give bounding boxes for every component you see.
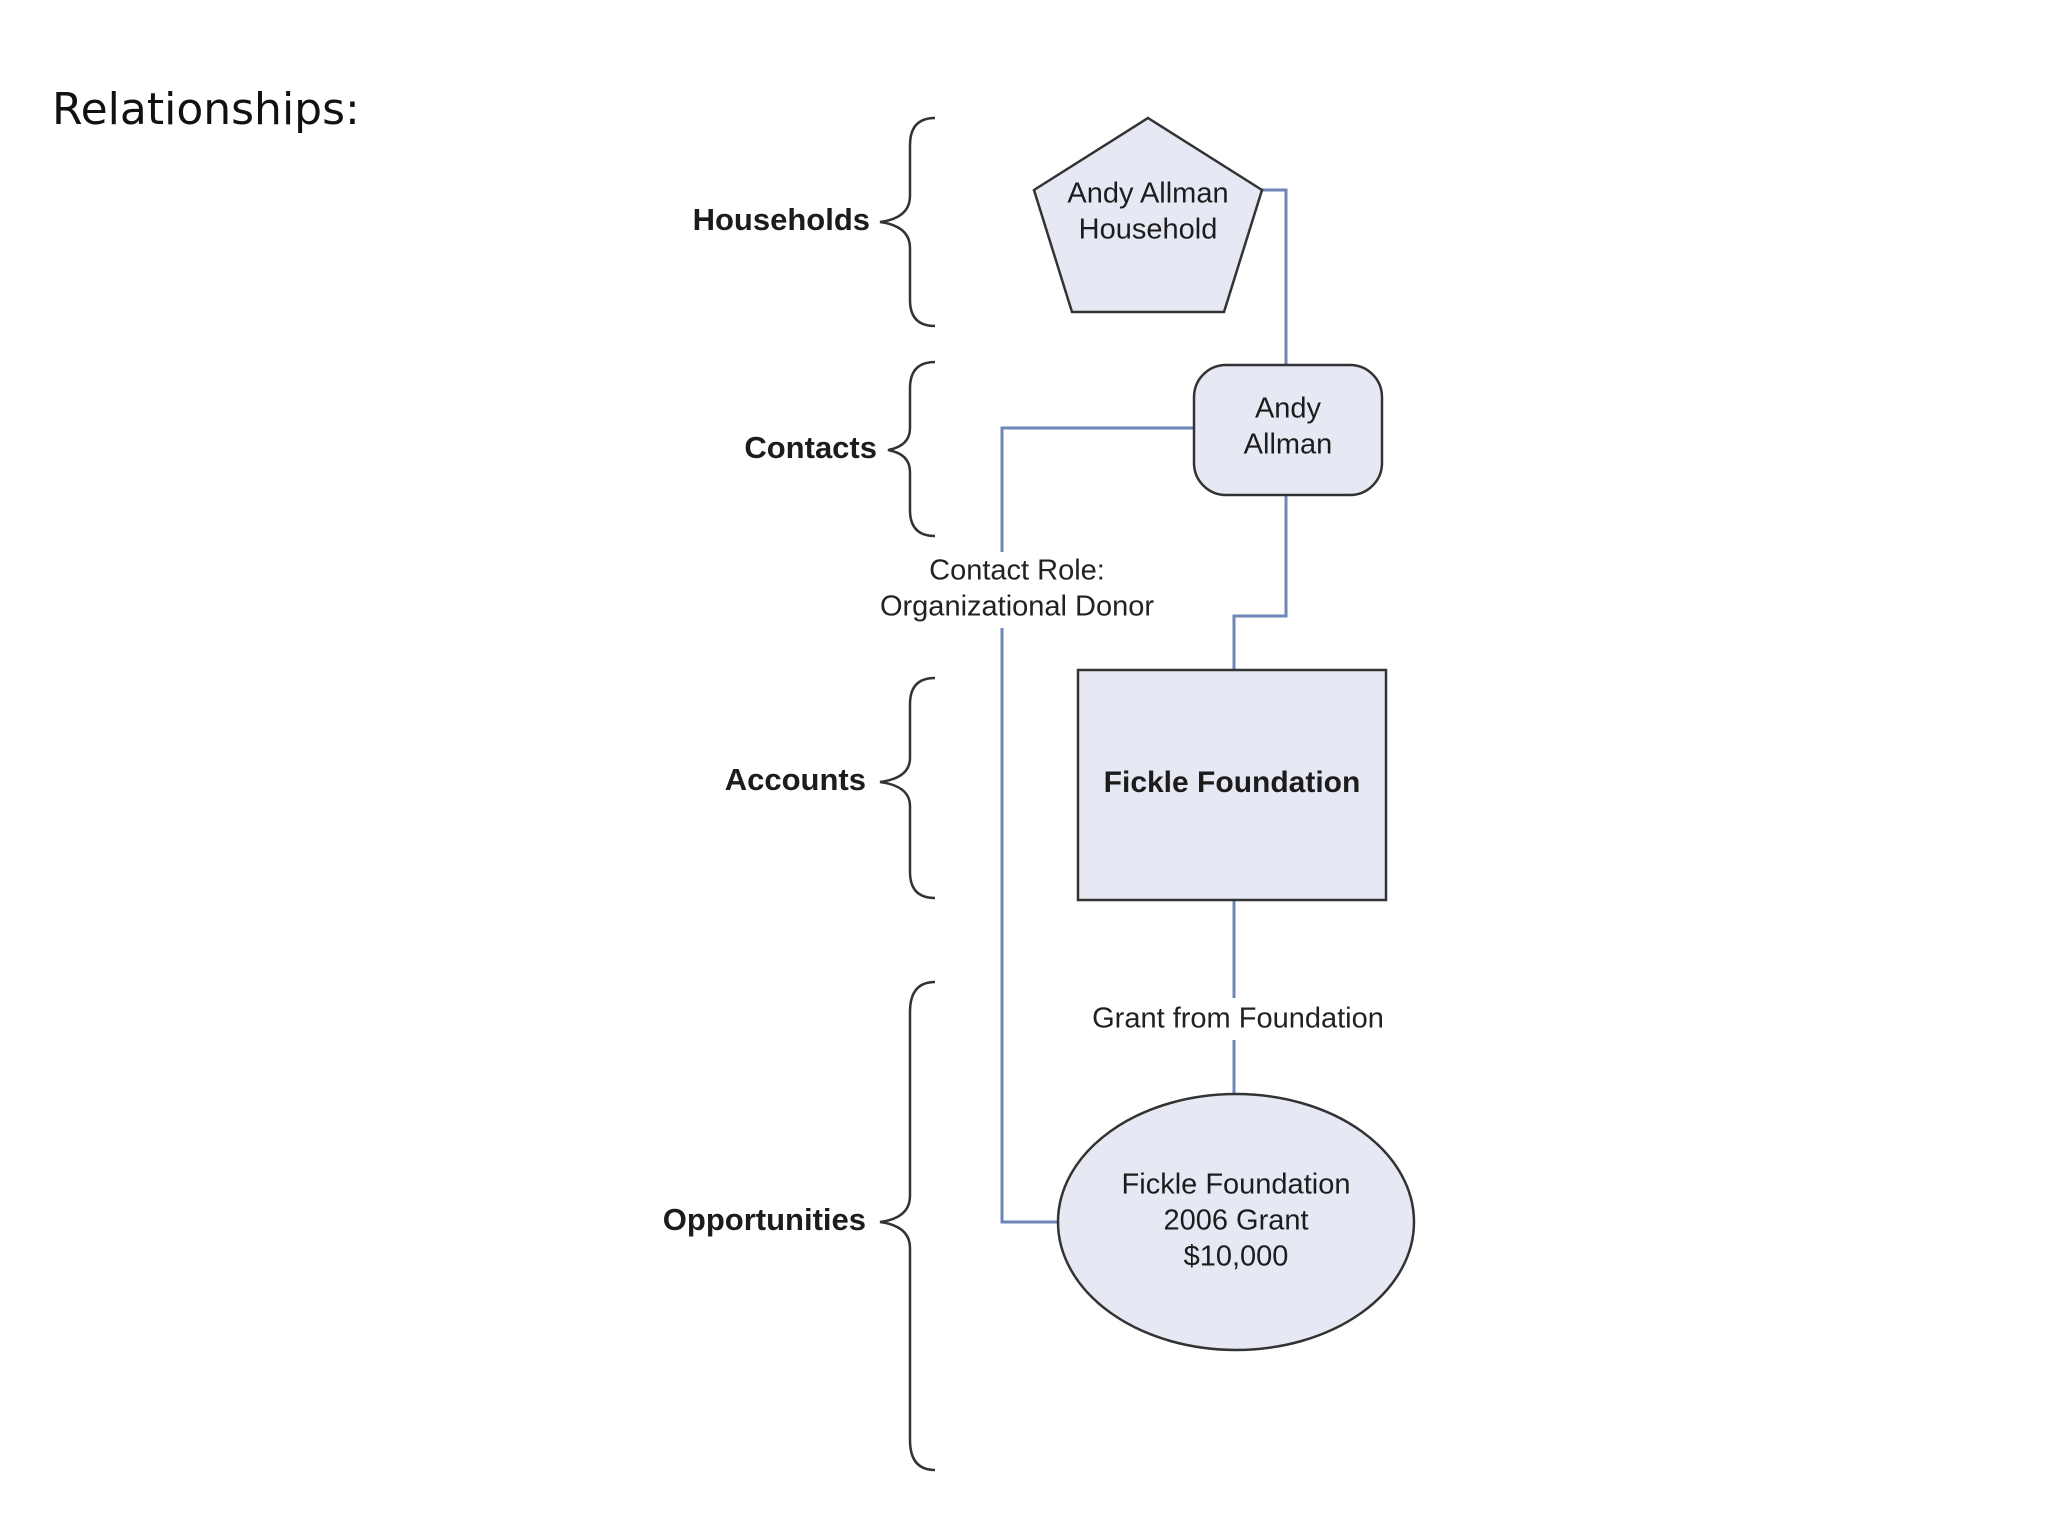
household-contact-connector: [1262, 188, 1288, 365]
contact-node: [1192, 363, 1384, 497]
contact-label-line1: Andy: [1255, 393, 1322, 425]
accounts-label: Accounts: [725, 762, 866, 797]
account-node: [1076, 668, 1388, 902]
accounts-brace: [879, 676, 936, 900]
grant-label: Grant from Foundation: [1092, 1003, 1384, 1035]
opportunity-node: [1056, 1092, 1416, 1352]
opportunities-label: Opportunities: [663, 1202, 866, 1237]
account-label: Fickle Foundation: [1104, 766, 1361, 799]
contact-role-connector: [1000, 426, 1194, 1224]
households-label: Households: [693, 202, 870, 237]
contacts-brace: [887, 360, 936, 538]
opportunity-label-line1: Fickle Foundation: [1122, 1169, 1351, 1201]
slide-title: Relationships:: [52, 84, 360, 135]
opportunity-label-line3: $10,000: [1184, 1241, 1289, 1273]
contact-role-label-line2: Organizational Donor: [880, 591, 1154, 623]
grant-label-backing: [1080, 998, 1396, 1040]
contact-account-connector: [1232, 495, 1288, 670]
opportunities-brace: [879, 980, 936, 1472]
household-label-line2: Household: [1079, 214, 1218, 246]
contact-role-label-backing: [872, 552, 1162, 628]
contact-label-line2: Allman: [1244, 429, 1333, 461]
contact-role-label-line1: Contact Role:: [929, 555, 1105, 587]
household-label-line1: Andy Allman: [1067, 178, 1228, 210]
household-node: [1032, 116, 1264, 314]
contacts-label: Contacts: [744, 430, 877, 465]
opportunity-label-line2: 2006 Grant: [1163, 1205, 1308, 1237]
households-brace: [879, 116, 936, 328]
